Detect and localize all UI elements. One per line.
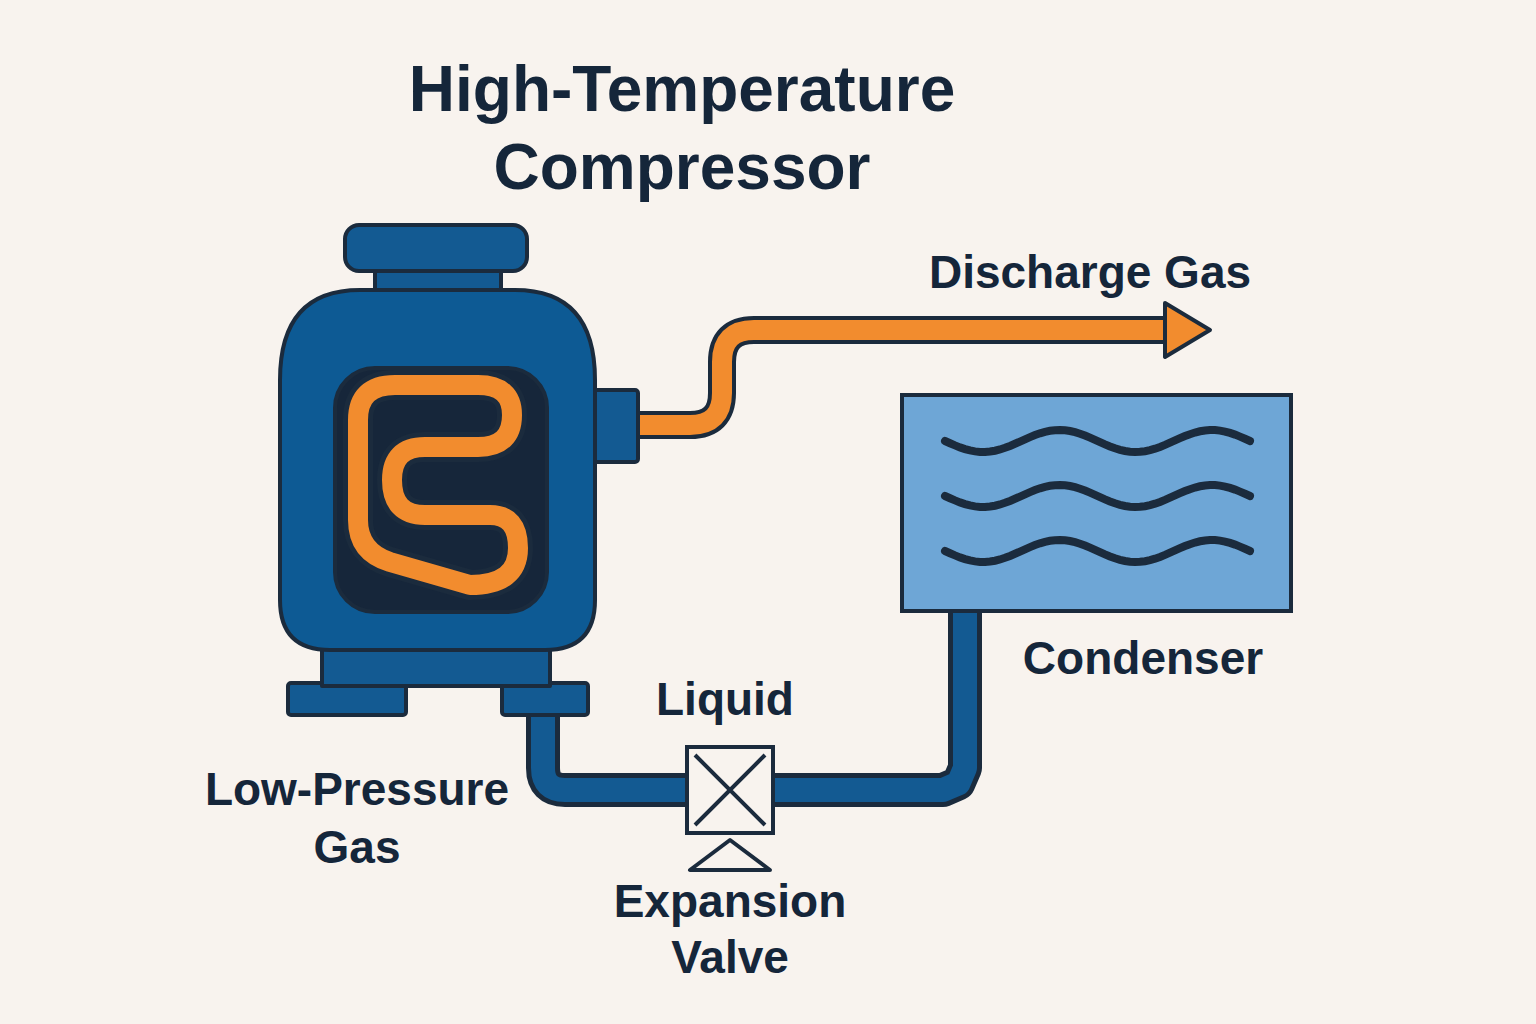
node-label: Condenser [973,629,1313,687]
valve-cross [695,755,765,825]
valve-shape [685,745,775,835]
wave-line [945,485,1250,507]
pipe-outline [775,613,965,790]
compressor-symbol [280,225,638,715]
wave-line [945,540,1250,562]
condenser-shape [900,393,1293,613]
pipe-fill [775,613,965,790]
valve-body [687,747,773,833]
condenser-box: Condenser [900,393,1293,613]
wave-line [945,430,1250,452]
condenser-body [902,395,1291,611]
expansion-valve: Expansion Valve [685,745,775,835]
title: High-Temperature Compressor [342,50,1022,206]
pipe-label: Low-Pressure Gas [190,760,524,876]
node-label: Expansion Valve [560,873,900,985]
pipe-label: Discharge Gas [885,243,1295,301]
valve-actuator [690,840,770,870]
pipe-label: Liquid [595,670,855,728]
liquid-pipe [775,613,965,790]
